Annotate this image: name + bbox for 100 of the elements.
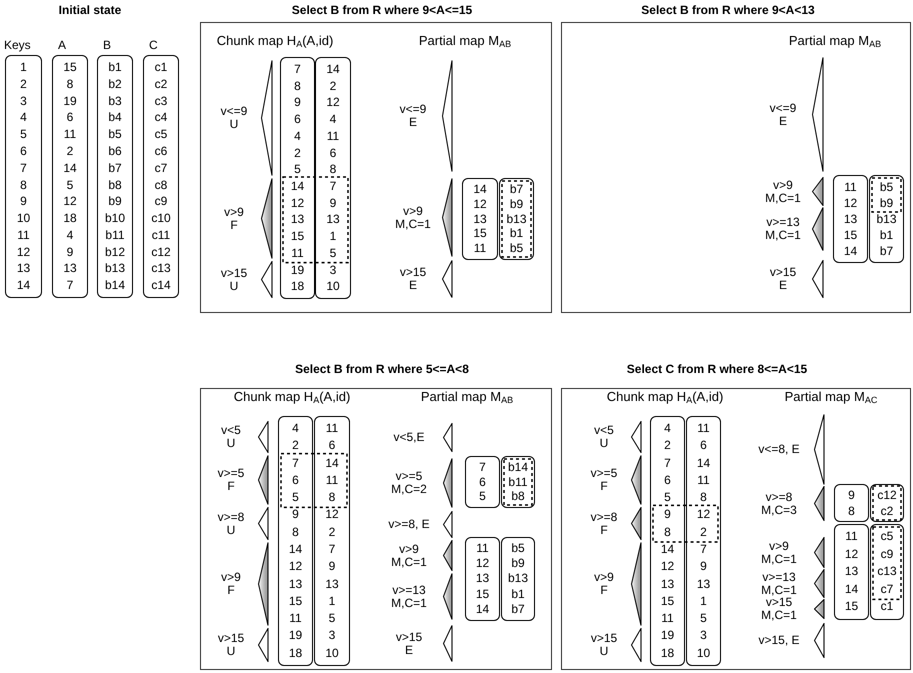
value-text: 8: [291, 524, 300, 541]
value-text: c8: [154, 176, 168, 194]
value-text: b9: [107, 193, 123, 210]
value-text: b13: [505, 212, 528, 226]
state-label: M,C=1: [764, 192, 802, 204]
value-text: 15: [660, 592, 676, 610]
range-label: v<5: [220, 424, 242, 437]
value-text: b14: [104, 277, 126, 294]
value-text: 13: [844, 563, 860, 580]
panel-title: Select B from R where 5<=A<8: [294, 362, 470, 376]
value-text: 12: [290, 194, 306, 212]
value-text: b12: [104, 244, 126, 260]
state-label: U: [598, 645, 610, 658]
value-text: 10: [325, 278, 341, 295]
value-text: 3: [328, 627, 336, 644]
value-text: 8: [293, 78, 302, 94]
value-text: 11: [62, 126, 78, 143]
range-label: v>15: [766, 596, 792, 609]
value-text: 14: [324, 454, 340, 472]
range-label: v<5: [593, 424, 615, 437]
state-label: M,C=3: [760, 504, 798, 516]
value-text: c1: [880, 598, 894, 616]
value-text: 7: [699, 541, 708, 558]
state-label: M,C=1: [394, 218, 432, 230]
value-text: 9: [328, 558, 336, 576]
value-text: 12: [842, 195, 858, 211]
value-text: 12: [16, 244, 32, 260]
value-text: b5: [508, 241, 524, 256]
value-text: b13: [104, 260, 126, 278]
range-label: v>=5: [394, 470, 424, 483]
value-text: 11: [324, 472, 340, 489]
section-heading: Partial map M$_{AB}$: [418, 34, 512, 51]
value-text: 11: [844, 528, 859, 545]
value-text: 7: [328, 178, 338, 195]
state-label: M,C=1: [760, 609, 798, 622]
state-label: E: [404, 644, 414, 656]
range-label: v>15: [220, 266, 248, 280]
value-text: 12: [288, 558, 304, 576]
value-text: 4: [663, 420, 672, 437]
value-text: 9: [291, 506, 300, 524]
value-text: 5: [328, 610, 336, 628]
value-text: 7: [293, 61, 302, 78]
value-text: 10: [696, 644, 712, 662]
value-text: 3: [19, 92, 28, 110]
value-text: 18: [290, 278, 306, 295]
value-text: b11: [104, 226, 126, 244]
value-text: 5: [478, 489, 487, 504]
state-label: U: [226, 645, 236, 658]
range-label: v>15, E: [757, 634, 801, 647]
value-text: b5: [510, 541, 526, 556]
value-text: 8: [66, 76, 74, 93]
value-text: c11: [150, 226, 172, 244]
value-text: 6: [663, 472, 672, 489]
value-text: 11: [472, 241, 488, 256]
state-label: U: [228, 280, 240, 292]
value-text: 19: [660, 627, 676, 644]
section-heading: Partial map M$_{AB}$: [788, 34, 882, 51]
section-title: Initial state: [58, 3, 122, 17]
state-label: U: [226, 437, 236, 450]
column-header: B: [103, 38, 112, 52]
value-text: 7: [663, 454, 672, 472]
value-text: 13: [325, 211, 341, 228]
value-text: 9: [19, 193, 28, 210]
value-text: 8: [847, 503, 856, 519]
value-text: 14: [842, 243, 858, 259]
state-label: F: [599, 584, 609, 597]
state-label: F: [226, 480, 236, 493]
state-label: M,C=1: [764, 229, 802, 242]
value-text: c13: [876, 563, 898, 580]
range-label: v<=9: [768, 102, 798, 114]
value-text: 7: [19, 160, 28, 176]
value-text: b5: [878, 179, 894, 195]
value-text: c12: [876, 487, 898, 503]
panel-title: Select B from R where 9<A<13: [640, 3, 816, 17]
value-text: b1: [107, 59, 123, 76]
value-text: 15: [288, 592, 304, 610]
value-text: 1: [328, 228, 338, 245]
range-label: v>=13: [765, 216, 801, 229]
value-text: 13: [288, 576, 304, 593]
value-text: 11: [843, 179, 858, 195]
value-text: c1: [154, 59, 168, 76]
value-text: 5: [19, 126, 28, 143]
value-text: c12: [150, 244, 172, 260]
value-text: 9: [328, 194, 338, 212]
value-text: 14: [474, 602, 490, 617]
value-text: c10: [150, 210, 172, 227]
value-text: 12: [472, 196, 488, 212]
value-text: b1: [508, 226, 524, 242]
value-text: 18: [288, 644, 304, 662]
value-text: 4: [66, 226, 74, 244]
value-text: 5: [699, 610, 708, 628]
value-text: 12: [324, 506, 340, 524]
value-text: 8: [328, 161, 338, 178]
range-label: v>=5: [216, 467, 246, 480]
range-label: v>=8: [590, 510, 618, 524]
range-label: v<=8, E: [757, 443, 801, 456]
value-text: 7: [328, 541, 336, 558]
value-text: b8: [107, 176, 123, 194]
value-text: 2: [663, 437, 672, 454]
value-text: b6: [107, 142, 123, 160]
